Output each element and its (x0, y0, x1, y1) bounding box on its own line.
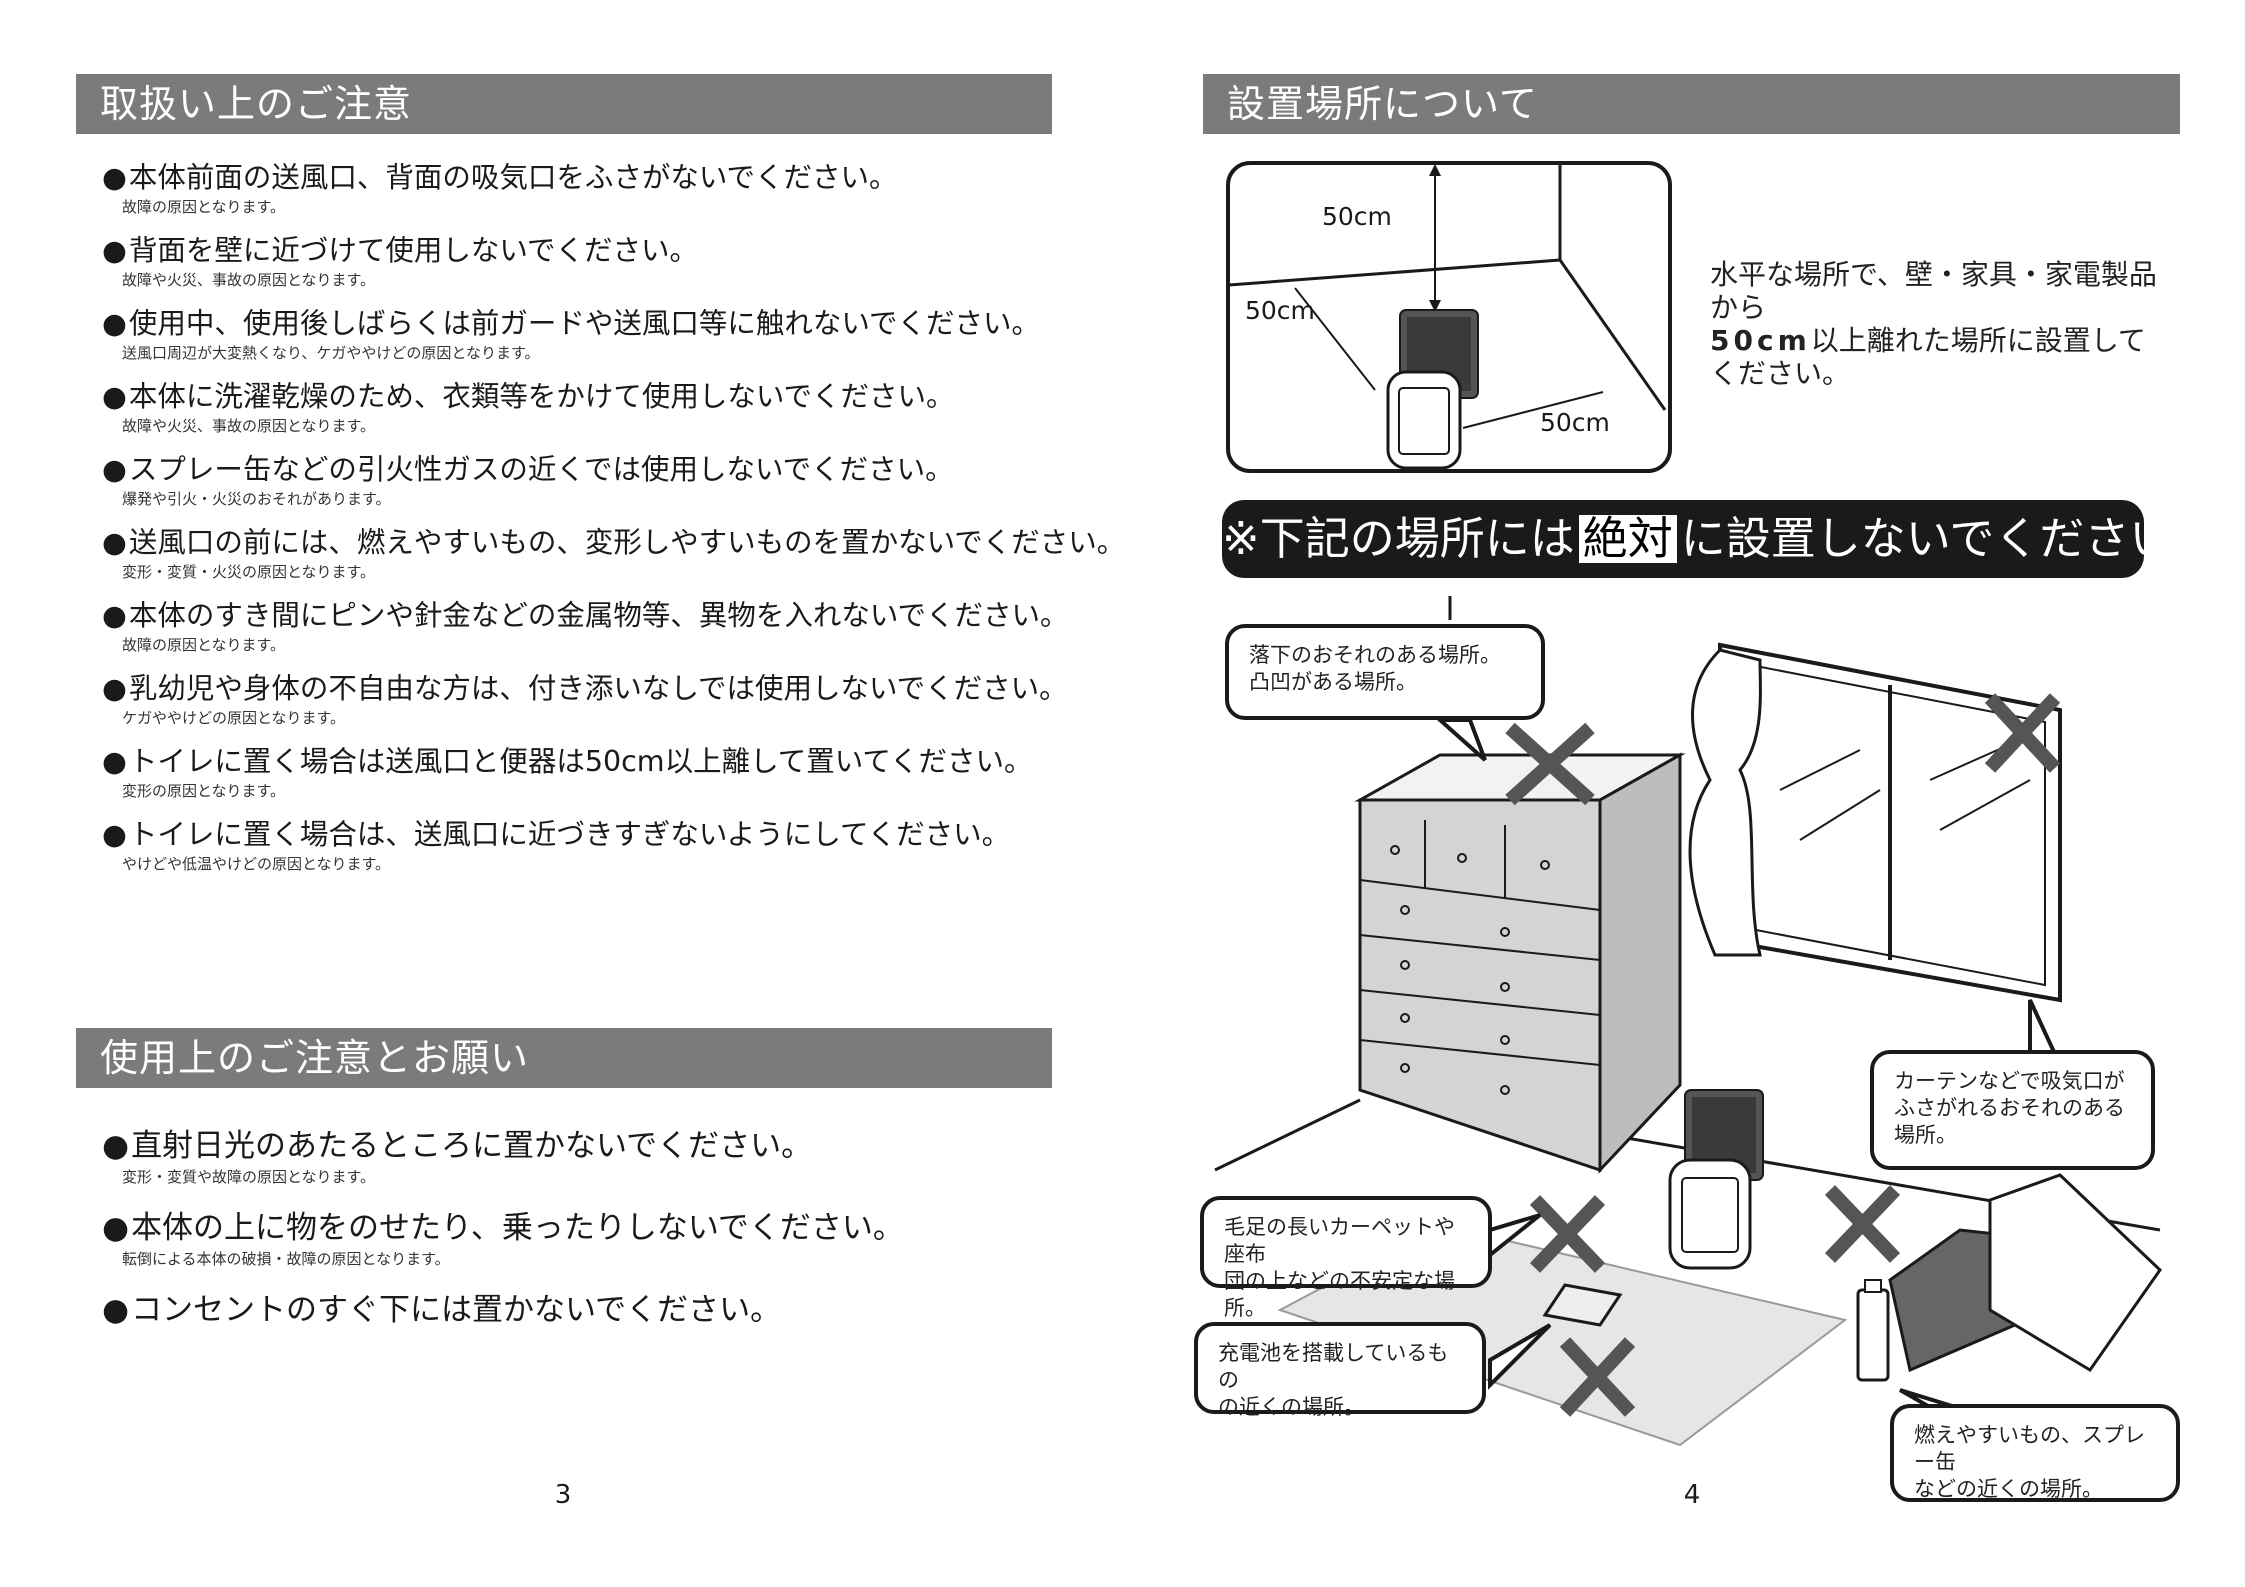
clearance-distance: 50cm (1710, 324, 1811, 357)
caution-text: トイレに置く場合は送風口と便器は50cm以上離して置いてください。 (102, 744, 1033, 780)
clearance-line-1: 水平な場所で、壁・家具・家電製品から (1710, 258, 2157, 324)
caution-note: 故障の原因となります。 (122, 636, 286, 654)
battery-device (1542, 1283, 1623, 1327)
list-item: 本体に洗濯乾燥のため、衣類等をかけて使用しないでください。 故障や火災、事故の原… (102, 379, 955, 437)
caution-text: スプレー缶などの引火性ガスの近くでは使用しないでください。 (102, 452, 954, 488)
dim-left: 50cm (1245, 296, 1315, 325)
list-item: 乳幼児や身体の不自由な方は、付き添いなしでは使用しないでください。 ケガややけど… (102, 671, 1068, 729)
list-item: 本体の上に物をのせたり、乗ったりしないでください。 転倒による本体の破損・故障の… (102, 1208, 904, 1270)
callout-line: カーテンなどで吸気口が (1894, 1069, 2125, 1093)
banner-suffix: に設置しないでください。 (1680, 512, 2220, 565)
callout-curtain: カーテンなどで吸気口が ふさがれるおそれのある 場所。 (1870, 1050, 2155, 1170)
chest-of-drawers (1354, 752, 1686, 1174)
callout-line: 場所。 (1894, 1123, 1957, 1147)
callout-line: 燃えやすいもの、スプレー缶 (1914, 1423, 2145, 1474)
list-item: 送風口の前には、燃えやすいもの、変形しやすいものを置かないでください。 変形・変… (102, 525, 1125, 583)
caution-text: 送風口の前には、燃えやすいもの、変形しやすいものを置かないでください。 (102, 525, 1125, 561)
clearance-line-3: ください。 (1710, 357, 1851, 390)
callout-flammable: 燃えやすいもの、スプレー缶 などの近くの場所。 (1890, 1404, 2180, 1502)
caution-note: やけどや低温やけどの原因となります。 (122, 855, 391, 873)
caution-note: 送風口周辺が大変熱くなり、ケガややけどの原因となります。 (122, 344, 540, 362)
clearance-instruction: 水平な場所で、壁・家具・家電製品から 50cm以上離れた場所に設置して ください… (1710, 258, 2180, 390)
caution-text: 本体のすき間にピンや針金などの金属物等、異物を入れないでください。 (102, 598, 1069, 634)
callout-line: 充電池を搭載しているもの (1218, 1341, 1449, 1392)
cushion-light (1988, 1173, 2162, 1373)
warning-banner: ※下記の場所には絶対に設置しないでください。 (1222, 500, 2219, 578)
list-item: 本体前面の送風口、背面の吸気口をふさがないでください。 故障の原因となります。 (102, 160, 898, 218)
clearance-diagram (1226, 161, 1672, 473)
caution-text: トイレに置く場合は、送風口に近づきすぎないようにしてください。 (102, 817, 1010, 853)
caution-text: 背面を壁に近づけて使用しないでください。 (102, 233, 698, 269)
callout-line: 団の上などの不安定な場所。 (1224, 1269, 1455, 1320)
caution-text: 使用中、使用後しばらくは前ガードや送風口等に触れないでください。 (102, 306, 1040, 342)
list-item: トイレに置く場合は、送風口に近づきすぎないようにしてください。 やけどや低温やけ… (102, 817, 1010, 875)
page-number: 3 (554, 1480, 572, 1510)
list-item: コンセントのすぐ下には置かないでください。 (102, 1290, 781, 1330)
list-item: 背面を壁に近づけて使用しないでください。 故障や火災、事故の原因となります。 (102, 233, 698, 291)
caution-note: 故障や火災、事故の原因となります。 (122, 271, 376, 289)
room-illustration (1214, 596, 2162, 1447)
caution-text: 本体前面の送風口、背面の吸気口をふさがないでください。 (102, 160, 898, 196)
list-item: 直射日光のあたるところに置かないでください。 変形・変質や故障の原因となります。 (102, 1126, 812, 1188)
list-item: 本体のすき間にピンや針金などの金属物等、異物を入れないでください。 故障の原因と… (102, 598, 1069, 656)
clearance-line-2: 以上離れた場所に設置して (1810, 324, 2146, 357)
list-item: 使用中、使用後しばらくは前ガードや送風口等に触れないでください。 送風口周辺が大… (102, 306, 1040, 364)
usage-section-title: 使用上のご注意とお願い (76, 1028, 1052, 1088)
caution-note: 故障の原因となります。 (122, 198, 286, 216)
caution-note: 変形・変質・火災の原因となります。 (122, 563, 376, 581)
list-item: スプレー缶などの引火性ガスの近くでは使用しないでください。 爆発や引火・火災のお… (102, 452, 954, 510)
callout-line: ふさがれるおそれのある (1894, 1096, 2125, 1120)
callout-fall-risk: 落下のおそれのある場所。 凸凹がある場所。 (1225, 624, 1545, 720)
callout-line: の近くの場所。 (1218, 1395, 1365, 1419)
heater (1668, 1089, 1764, 1270)
callout-line: 落下のおそれのある場所。 (1249, 643, 1501, 667)
cross-marks (1505, 693, 2061, 1417)
handling-section-title: 取扱い上のご注意 (76, 74, 1052, 134)
installation-section-title: 設置場所について (1203, 74, 2180, 134)
usage-note: 変形・変質や故障の原因となります。 (122, 1168, 376, 1186)
caution-text: 本体に洗濯乾燥のため、衣類等をかけて使用しないでください。 (102, 379, 955, 415)
list-item: トイレに置く場合は送風口と便器は50cm以上離して置いてください。 変形の原因と… (102, 744, 1033, 802)
caution-note: 爆発や引火・火災のおそれがあります。 (122, 490, 391, 508)
caution-note: 故障や火災、事故の原因となります。 (122, 417, 376, 435)
banner-prefix: ※下記の場所には (1222, 512, 1575, 565)
window (1718, 642, 2062, 1003)
banner-emphasis: 絶対 (1578, 515, 1677, 563)
page-number: 4 (1683, 1480, 1701, 1510)
usage-text: 直射日光のあたるところに置かないでください。 (102, 1126, 812, 1166)
usage-note: 転倒による本体の破損・故障の原因となります。 (122, 1250, 450, 1268)
left-page: 取扱い上のご注意 本体前面の送風口、背面の吸気口をふさがないでください。 故障の… (0, 0, 1125, 1587)
usage-text: コンセントのすぐ下には置かないでください。 (102, 1290, 781, 1330)
callout-line: などの近くの場所。 (1914, 1477, 2103, 1501)
callout-line: 毛足の長いカーペットや座布 (1224, 1215, 1455, 1266)
caution-text: 乳幼児や身体の不自由な方は、付き添いなしでは使用しないでください。 (102, 671, 1068, 707)
dim-top: 50cm (1322, 202, 1392, 231)
curtain (1688, 648, 1762, 957)
callout-carpet: 毛足の長いカーペットや座布 団の上などの不安定な場所。 (1200, 1196, 1492, 1320)
callout-battery: 充電池を搭載しているもの の近くの場所。 (1194, 1322, 1486, 1419)
callout-line: 凸凹がある場所。 (1249, 670, 1417, 694)
usage-text: 本体の上に物をのせたり、乗ったりしないでください。 (102, 1208, 904, 1248)
caution-note: ケガややけどの原因となります。 (122, 709, 346, 727)
spray-can (1856, 1288, 1890, 1382)
caution-note: 変形の原因となります。 (122, 782, 286, 800)
dim-right: 50cm (1540, 408, 1610, 437)
